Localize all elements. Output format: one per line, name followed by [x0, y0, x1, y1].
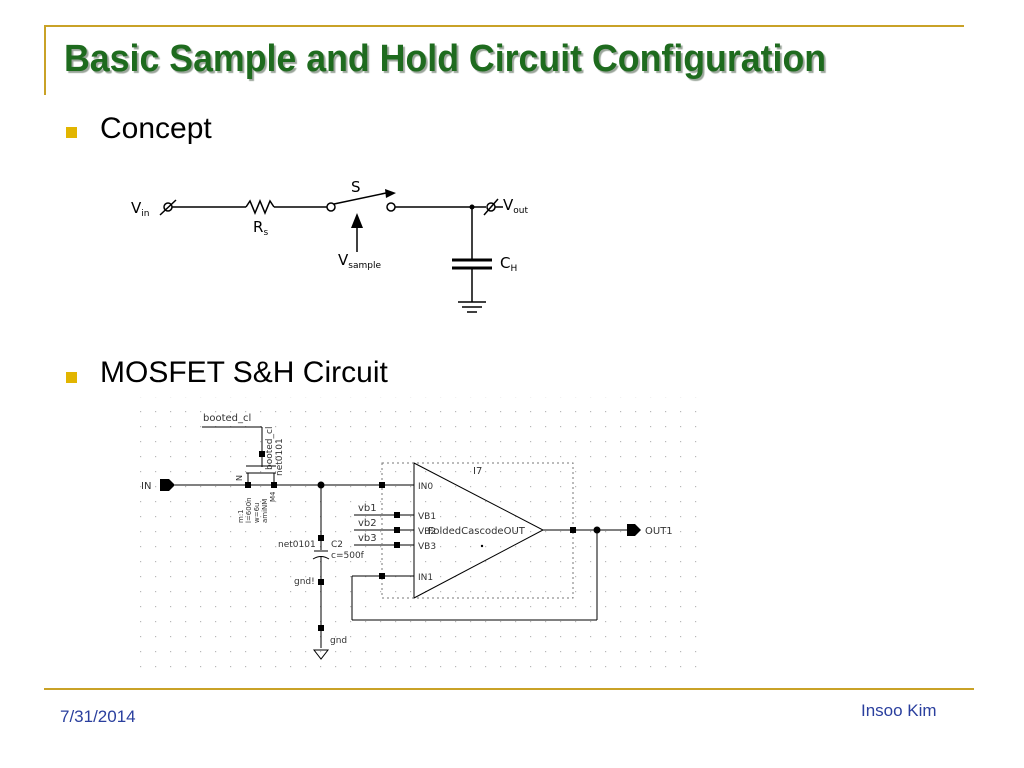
capacitor-c2-plate-curved	[312, 556, 330, 560]
amp-instance-name: I7	[473, 466, 482, 477]
junction-dot	[317, 481, 325, 489]
vb2-wire-label: vb2	[358, 518, 377, 529]
connector	[379, 482, 385, 488]
net0101-label: net0101	[278, 540, 316, 550]
connector	[394, 542, 400, 548]
transistor-name: M4	[269, 491, 277, 502]
instance-boundary	[381, 462, 574, 599]
gnd-label: gnd	[330, 636, 347, 646]
title-frame-top	[44, 25, 964, 27]
switch-node-left	[326, 202, 336, 212]
resistor-rs	[245, 199, 275, 215]
footer-divider	[44, 688, 974, 690]
out1-pin	[627, 524, 641, 536]
transistor-param-w: w=6u	[253, 503, 261, 523]
footer-date: 7/31/2014	[60, 707, 136, 726]
gnd-bang-label: gnd!	[294, 577, 315, 587]
bullet-marker	[66, 372, 77, 383]
switch-node-right	[386, 202, 396, 212]
schematic-grid	[140, 397, 700, 677]
vsample-label: Vsample	[338, 251, 381, 271]
slide-title: Basic Sample and Hold Circuit Configurat…	[64, 38, 827, 80]
vb1-wire-label: vb1	[358, 503, 377, 514]
connector	[318, 625, 324, 631]
connector	[379, 573, 385, 579]
junction-dot	[469, 204, 475, 210]
connector	[259, 451, 265, 457]
connector	[570, 527, 576, 533]
amp-pin-in1: IN1	[418, 573, 433, 583]
junction-dot	[593, 526, 601, 534]
switch-arrow-head	[385, 189, 396, 198]
out1-label: OUT1	[645, 526, 673, 537]
connector	[394, 512, 400, 518]
transistor-param-m: m:1	[237, 509, 245, 523]
vin-label: Vin	[131, 199, 149, 219]
amp-marker-dot	[480, 544, 484, 548]
ground-symbol	[312, 649, 330, 660]
in-pin	[160, 479, 175, 491]
vb3-wire-label: vb3	[358, 533, 377, 544]
vin-terminal	[163, 202, 173, 212]
amp-pin-vb2: VB2	[418, 527, 436, 537]
vout-label: Vout	[503, 196, 528, 216]
amp-pin-vb1: VB1	[418, 512, 436, 522]
transistor-type-label: N	[235, 475, 244, 481]
amp-pin-vb3: VB3	[418, 542, 436, 552]
connector	[271, 482, 277, 488]
ch-label: CH	[500, 254, 517, 274]
in-label: IN	[141, 481, 151, 492]
connector	[318, 535, 324, 541]
bullet-mosfet-sh: MOSFET S&H Circuit	[100, 356, 388, 389]
connector	[394, 527, 400, 533]
footer-author: Insoo Kim	[861, 701, 937, 720]
amplifier-triangle	[413, 462, 545, 599]
booted-cl-label: booted_cl	[203, 413, 251, 424]
booted-cl-vertical-label: booted_cl	[265, 427, 275, 470]
vout-terminal	[486, 202, 496, 212]
amp-cell-name: FoldedCascodeOUT	[428, 526, 526, 537]
vout-terminal-mark	[483, 198, 499, 216]
rs-label: Rs	[253, 218, 268, 238]
vin-terminal-mark	[159, 199, 177, 216]
net0101-vertical-label: net0101	[275, 438, 285, 476]
vsample-arrow-head	[351, 213, 363, 228]
connector	[318, 579, 324, 585]
bullet-concept: Concept	[100, 112, 212, 145]
c2-value-label: c=500f	[331, 551, 365, 561]
title-frame-left	[44, 25, 46, 95]
switch-label: S	[351, 178, 361, 196]
c2-label: C2	[331, 540, 343, 550]
switch-blade	[333, 192, 387, 205]
transistor-param-model: amiNM	[261, 499, 269, 523]
connector	[245, 482, 251, 488]
transistor-param-l: l=600n	[245, 497, 253, 523]
amp-pin-in0: IN0	[418, 482, 433, 492]
bullet-marker	[66, 127, 77, 138]
